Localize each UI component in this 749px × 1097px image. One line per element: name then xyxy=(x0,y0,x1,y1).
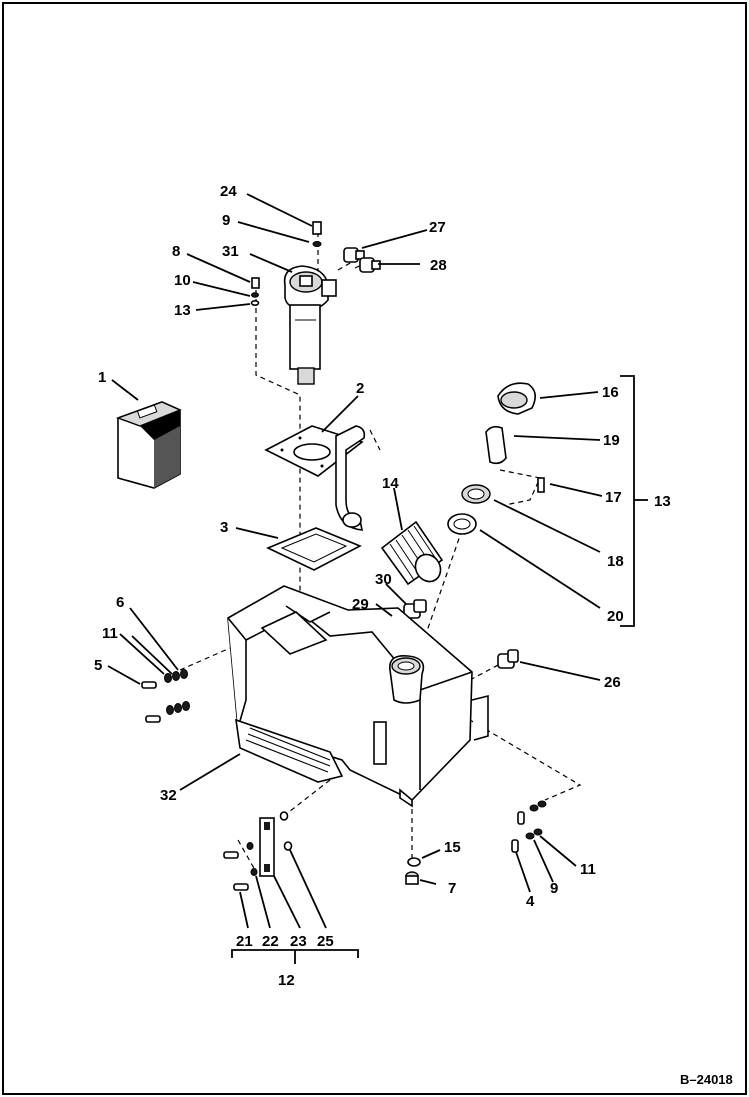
callout-22: 22 xyxy=(262,933,279,950)
callout-20: 20 xyxy=(607,608,624,625)
callout-19: 19 xyxy=(603,432,620,449)
part-4-bolts-right xyxy=(511,811,525,853)
part-31-filter-head xyxy=(283,265,337,385)
group-bracket-12 xyxy=(231,949,359,964)
part-11-6-washers-left xyxy=(164,669,190,715)
callout-23: 23 xyxy=(290,933,307,950)
part-19-breather-tube xyxy=(485,425,507,465)
callout-9: 9 xyxy=(222,212,230,229)
part-32-hydraulic-tank xyxy=(227,585,489,808)
part-26-fitting xyxy=(497,649,519,669)
part-25-o-rings xyxy=(279,811,293,851)
part-15-o-ring xyxy=(407,857,421,867)
part-7-drain-plug xyxy=(405,871,419,885)
callout-4: 4 xyxy=(526,893,535,910)
callout-17: 17 xyxy=(605,489,622,506)
callout-13-group: 13 xyxy=(654,493,671,510)
group-bracket-13 xyxy=(620,375,648,627)
callout-6: 6 xyxy=(116,594,124,611)
callout-labels: 24 9 27 8 31 28 10 13 1 2 16 19 14 17 13… xyxy=(94,183,671,989)
callout-21: 21 xyxy=(236,933,253,950)
callout-15: 15 xyxy=(444,839,461,856)
part-16-breather-cap xyxy=(497,382,536,415)
callout-13-top: 13 xyxy=(174,302,191,319)
figure-number: B–24018 xyxy=(680,1072,733,1087)
callout-29: 29 xyxy=(352,596,369,613)
callout-18: 18 xyxy=(607,553,624,570)
callout-28: 28 xyxy=(430,257,447,274)
part-1-filter-box xyxy=(115,401,182,489)
part-17-pin xyxy=(537,477,545,493)
callout-3: 3 xyxy=(220,519,228,536)
callout-1: 1 xyxy=(98,369,106,386)
callout-14: 14 xyxy=(382,475,399,492)
leader-lines xyxy=(107,193,603,929)
callout-32: 32 xyxy=(160,787,177,804)
part-8-10-13-hardware xyxy=(250,277,260,306)
part-5-bolts-left xyxy=(141,681,161,723)
part-28-fitting xyxy=(359,257,381,273)
part-30-fitting xyxy=(403,599,427,619)
part-14-strainer xyxy=(380,520,444,586)
callout-8: 8 xyxy=(172,243,180,260)
callout-24: 24 xyxy=(220,183,237,200)
part-23-sight-gauge xyxy=(259,817,275,877)
callout-10: 10 xyxy=(174,272,191,289)
part-9-11-washers-right xyxy=(525,800,547,840)
part-2-cover-plate-tube xyxy=(264,425,366,531)
callout-16: 16 xyxy=(602,384,619,401)
callout-11-left: 11 xyxy=(102,625,118,642)
part-20-gasket-ring xyxy=(447,513,477,535)
callout-2: 2 xyxy=(356,380,364,397)
assembly-dashed-lines xyxy=(179,232,582,871)
callout-25: 25 xyxy=(317,933,334,950)
part-3-gasket xyxy=(266,527,362,571)
callout-30: 30 xyxy=(375,571,392,588)
part-22-washers xyxy=(246,842,258,876)
part-21-bolts xyxy=(223,851,249,891)
part-24-bolt-top xyxy=(312,221,322,247)
callout-31: 31 xyxy=(222,243,239,260)
callout-7: 7 xyxy=(448,880,456,897)
callout-26: 26 xyxy=(604,674,621,691)
callout-27: 27 xyxy=(429,219,446,236)
part-18-filler-ring xyxy=(461,484,491,504)
callout-11-right: 11 xyxy=(580,861,596,878)
callout-9-right: 9 xyxy=(550,880,558,897)
callout-5: 5 xyxy=(94,657,102,674)
callout-12-group: 12 xyxy=(278,972,295,989)
